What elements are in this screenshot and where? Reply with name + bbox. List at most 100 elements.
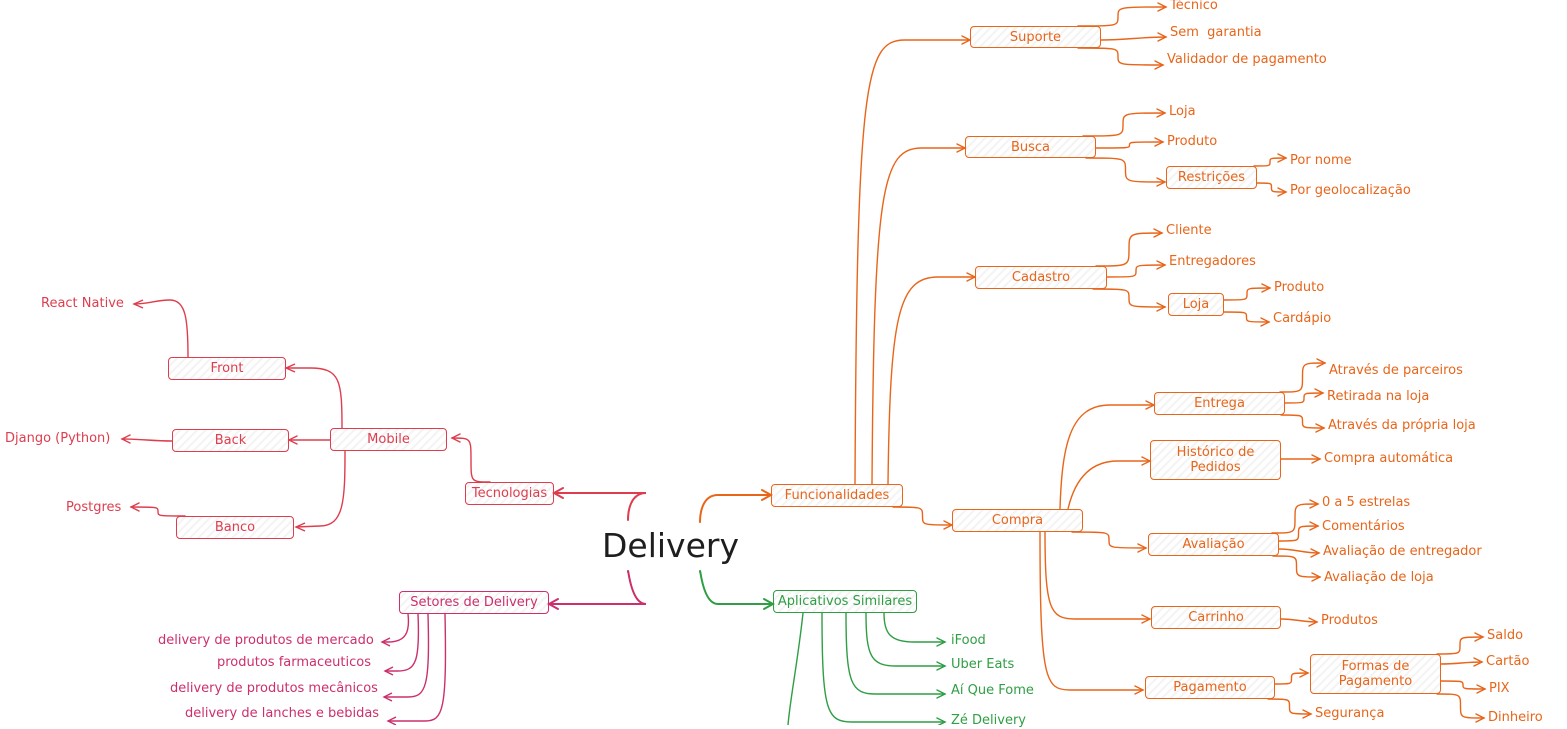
leaf-suporte-tecnico: Técnico <box>1170 0 1218 13</box>
leaf-ze-delivery: Zé Delivery <box>951 713 1026 728</box>
edge-mobile-back-arrowhead <box>287 435 298 445</box>
node-mobile[interactable]: Mobile <box>330 428 447 451</box>
edge-suporte-validador <box>1077 47 1164 66</box>
edge-cadastro-loja <box>1092 288 1166 308</box>
edge-mobile-banco <box>295 450 346 528</box>
edge-func-suporte <box>854 39 971 485</box>
node-historico-pedidos[interactable]: Histórico de Pedidos <box>1150 440 1281 480</box>
node-restricoes[interactable]: Restrições <box>1166 166 1257 189</box>
edge-center-aplicativos <box>699 569 774 605</box>
leaf-estrelas: 0 a 5 estrelas <box>1322 495 1411 510</box>
edge-historico-compra-arrowhead <box>1311 454 1322 464</box>
edge-busca-loja <box>1082 112 1166 137</box>
edge-tecnologias-mobile <box>451 437 491 483</box>
edge-cadastro-loja-arrowhead <box>1156 302 1167 312</box>
edge-compra-carrinho <box>1044 531 1151 620</box>
node-setores-delivery[interactable]: Setores de Delivery <box>399 591 549 614</box>
leaf-produtos: Produtos <box>1321 613 1378 628</box>
edge-busca-produto <box>1095 141 1164 149</box>
edge-avaliacao-estrelas-arrowhead <box>1309 499 1320 509</box>
edge-suporte-semgarantia <box>1100 36 1167 41</box>
edge-center-tecnologias-arrowhead <box>551 487 564 499</box>
node-carrinho[interactable]: Carrinho <box>1151 606 1281 629</box>
edge-func-compra <box>892 506 953 526</box>
leaf-dinheiro: Dinheiro <box>1488 710 1543 725</box>
leaf-lanches-bebidas: delivery de lanches e bebidas <box>185 706 380 721</box>
node-busca[interactable]: Busca <box>965 136 1096 158</box>
edge-center-tecnologias <box>553 492 647 521</box>
node-back[interactable]: Back <box>172 429 289 452</box>
edge-formas-pix-arrowhead <box>1476 684 1487 694</box>
edge-cadastro-cliente-arrowhead <box>1153 228 1164 238</box>
node-avaliacao[interactable]: Avaliação <box>1148 533 1279 556</box>
edge-pagamento-seguranca-arrowhead <box>1302 709 1313 719</box>
edge-setores-item-0-arrowhead <box>380 637 391 647</box>
edge-compra-carrinho-arrowhead <box>1141 614 1152 624</box>
node-cadastro-loja[interactable]: Loja <box>1168 293 1224 316</box>
edge-formas-cartao-arrowhead <box>1473 657 1484 667</box>
leaf-busca-loja: Loja <box>1169 104 1196 119</box>
edge-app-ubereats <box>865 612 946 667</box>
edge-restricoes-nome <box>1253 157 1287 167</box>
leaf-seguranca: Segurança <box>1315 706 1385 721</box>
edge-setores-item-1 <box>385 613 420 672</box>
leaf-ifood: iFood <box>951 633 986 648</box>
edge-compra-avaliacao <box>1071 531 1147 549</box>
edge-cadastro-cliente <box>1095 232 1163 267</box>
edge-formas-cartao <box>1440 661 1483 665</box>
leaf-avaliacao-entregador: Avaliação de entregador <box>1323 544 1482 559</box>
node-compra[interactable]: Compra <box>952 509 1083 532</box>
edge-carrinho-produtos <box>1280 618 1318 623</box>
node-formas-pagamento[interactable]: Formas de Pagamento <box>1310 654 1441 694</box>
leaf-suporte-validador: Validador de pagamento <box>1167 52 1327 67</box>
central-topic[interactable]: Delivery <box>602 526 739 565</box>
edge-app-aiquefome-arrowhead <box>936 689 947 699</box>
leaf-postgres: Postgres <box>66 500 122 515</box>
edge-restricoes-nome-arrowhead <box>1277 153 1288 163</box>
edge-app-ubereats-arrowhead <box>936 661 947 671</box>
edge-formas-saldo <box>1436 636 1484 655</box>
edge-back-django <box>121 438 173 442</box>
node-aplicativos-similares[interactable]: Aplicativos Similares <box>773 590 917 613</box>
edge-app-ifood-arrowhead <box>936 637 947 647</box>
leaf-uber-eats: Uber Eats <box>951 657 1015 672</box>
leaf-suporte-sem-garantia: Sem garantia <box>1170 25 1262 40</box>
node-suporte[interactable]: Suporte <box>970 26 1101 48</box>
leaf-produtos-mecanicos: delivery de produtos mecânicos <box>170 681 378 696</box>
edge-setores-item-2-arrowhead <box>382 692 393 702</box>
edge-avaliacao-estrelas <box>1271 503 1319 534</box>
edge-avaliacao-entregador-arrowhead <box>1310 548 1321 558</box>
edge-loja-cardapio <box>1223 311 1270 323</box>
edge-formas-dinheiro-arrowhead <box>1475 713 1486 723</box>
edge-busca-loja-arrowhead <box>1156 108 1167 118</box>
node-cadastro[interactable]: Cadastro <box>975 266 1107 289</box>
node-front[interactable]: Front <box>168 357 286 380</box>
leaf-react-native: React Native <box>41 296 124 311</box>
edge-app-ifood <box>883 612 946 643</box>
edge-entrega-retirada-arrowhead <box>1314 388 1325 398</box>
edge-carrinho-produtos-arrowhead <box>1308 617 1319 627</box>
leaf-ai-que-fome: Aí Que Fome <box>951 683 1034 698</box>
edge-app-zedelivery <box>821 612 946 723</box>
edge-entrega-propria <box>1280 414 1325 429</box>
node-funcionalidades[interactable]: Funcionalidades <box>771 484 903 507</box>
edge-entrega-parceiros <box>1279 362 1326 393</box>
edge-pagamento-seguranca <box>1267 698 1312 715</box>
edge-avaliacao-loja <box>1272 555 1321 578</box>
edge-mobile-front <box>286 367 343 429</box>
leaf-entregadores: Entregadores <box>1169 254 1256 269</box>
edge-app-aiquefome <box>845 612 946 695</box>
leaf-por-geolocalizacao: Por geolocalização <box>1290 183 1411 198</box>
edge-avaliacao-loja-arrowhead <box>1311 572 1322 582</box>
edge-setores-item-2 <box>384 613 430 698</box>
node-entrega[interactable]: Entrega <box>1154 392 1285 415</box>
leaf-produtos-farmaceuticos: produtos farmaceuticos <box>217 655 371 670</box>
edge-setores-item-1-arrowhead <box>383 666 394 676</box>
edge-banco-postgres-arrowhead <box>129 502 140 512</box>
node-pagamento[interactable]: Pagamento <box>1145 676 1275 699</box>
leaf-busca-produto: Produto <box>1167 134 1218 149</box>
edge-formas-pix <box>1440 680 1486 690</box>
edge-restricoes-geo-arrowhead <box>1277 187 1288 197</box>
node-banco[interactable]: Banco <box>176 516 294 539</box>
node-tecnologias[interactable]: Tecnologias <box>465 482 554 505</box>
